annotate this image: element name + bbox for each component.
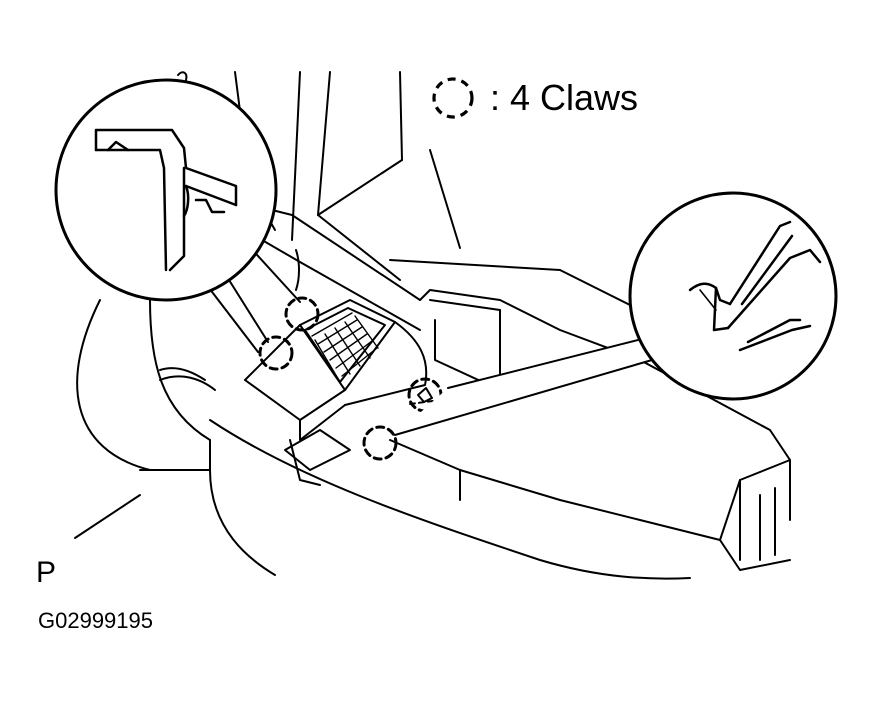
- right-detail-callout: [395, 193, 836, 435]
- view-letter: P: [36, 556, 57, 589]
- background-interior: [75, 72, 690, 579]
- claw-markers: [260, 298, 441, 459]
- figure-code: G02999195: [38, 608, 153, 633]
- claw-marker-2: [260, 337, 292, 369]
- dashed-circle-icon: [430, 75, 476, 121]
- legend: : 4 Claws: [430, 74, 638, 122]
- legend-label: : 4 Claws: [490, 77, 639, 118]
- left-detail-callout: [56, 80, 300, 352]
- claw-marker-1: [286, 298, 318, 330]
- claw-marker-4: [364, 427, 396, 459]
